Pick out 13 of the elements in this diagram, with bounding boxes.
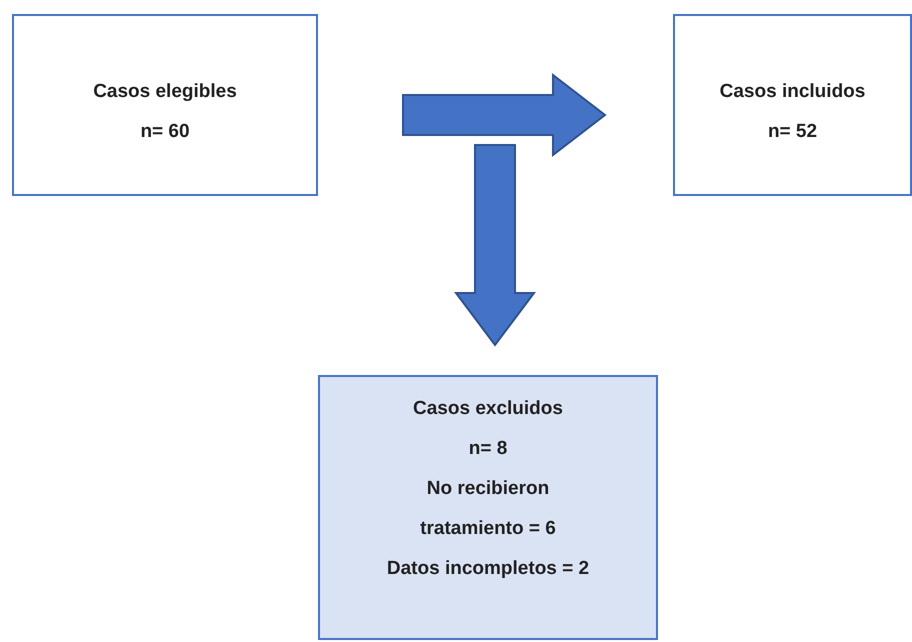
process-box xyxy=(318,375,658,640)
box-text: n= 52 xyxy=(768,120,818,144)
block-arrow xyxy=(402,72,607,158)
box-text: Casos elegibles xyxy=(93,80,237,104)
box-text: n= 60 xyxy=(140,120,190,144)
box-text: Casos incluidos xyxy=(720,80,866,104)
box-text: No recibieron tratamiento = 6 xyxy=(419,477,557,541)
process-box xyxy=(12,14,318,196)
box-text: n= 8 xyxy=(468,437,508,461)
box-text: Datos incompletos = 2 xyxy=(386,557,590,581)
box-text: Casos excluidos xyxy=(413,397,563,421)
block-arrow xyxy=(454,144,536,347)
process-box xyxy=(673,14,912,196)
